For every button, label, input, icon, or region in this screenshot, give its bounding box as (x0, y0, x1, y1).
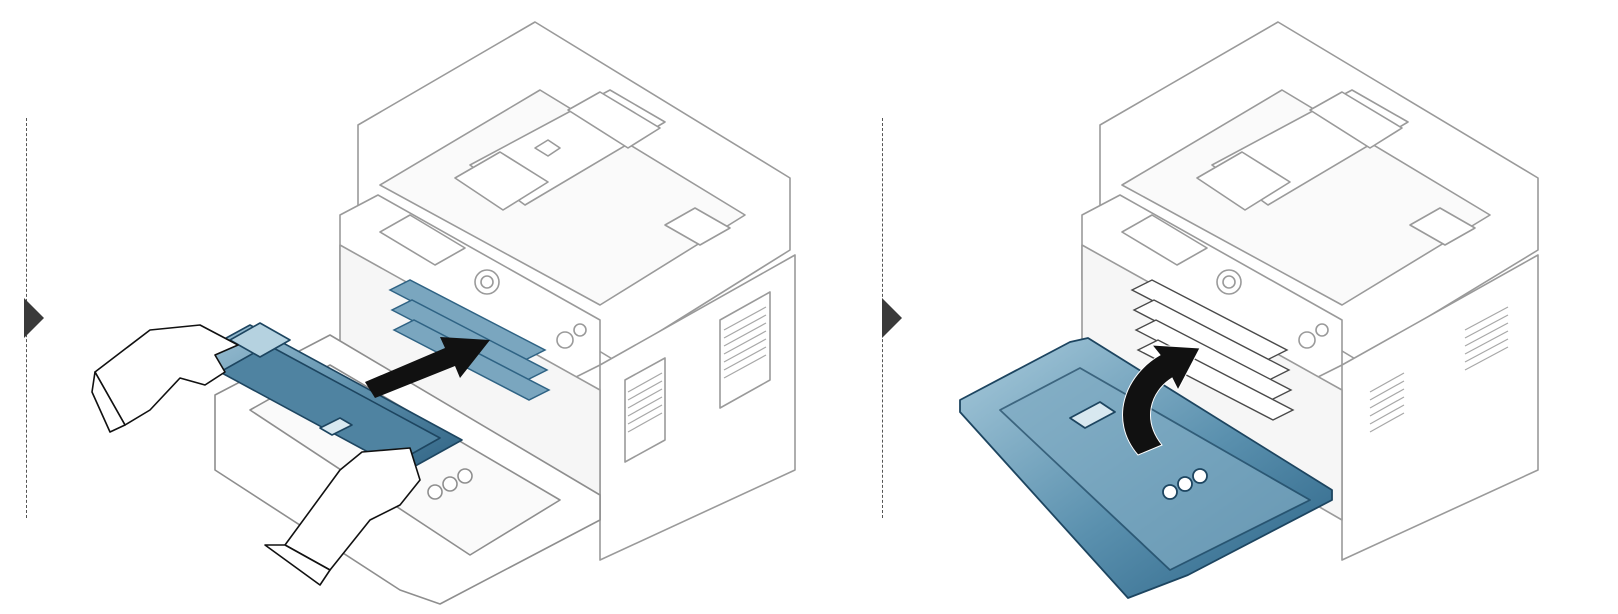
vent-grille (1369, 306, 1509, 433)
vent-grille (627, 306, 767, 433)
step-2-panel (870, 0, 1618, 614)
step-marker-icon (882, 298, 902, 338)
step-marker-icon (24, 298, 44, 338)
close-arrow (1122, 344, 1201, 456)
step-1-panel (24, 21, 796, 605)
hands (91, 324, 421, 586)
front-door (959, 337, 1333, 599)
insert-arrow (365, 337, 490, 398)
toner-cartridge (194, 322, 463, 471)
insert-toner-illustration (91, 21, 796, 605)
close-door-illustration (959, 21, 1539, 599)
